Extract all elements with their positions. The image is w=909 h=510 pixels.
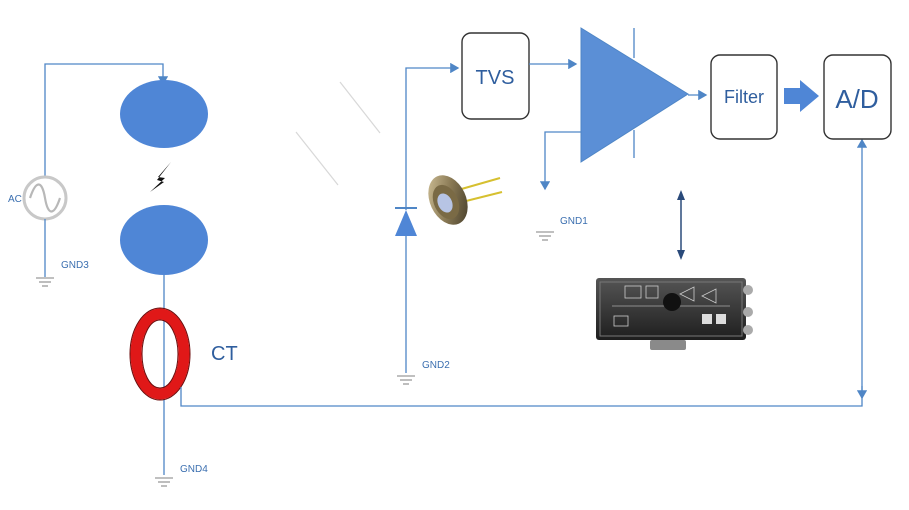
ct-signal-wire [180,138,868,407]
ground-icon [536,231,554,241]
lightning-icon [150,162,171,192]
gnd4-label: GND4 [180,464,208,475]
tvs-label: TVS [476,67,515,89]
adc-box [823,54,892,140]
ac-top-wire [44,63,169,177]
amp-ground-wire [539,131,581,191]
filter-adc-arrow [784,80,819,112]
ground-icon [397,375,415,385]
ac-label: AC [8,194,22,205]
light-ray [339,81,381,134]
ct-ring [130,308,190,400]
photodiode-icon [428,175,503,225]
diode-tvs-wire [405,62,460,210]
ct-label: CT [211,343,238,365]
light-ray [295,131,339,186]
preamp-module-icon [596,278,753,350]
gnd1-label: GND1 [560,216,588,227]
gnd3-label: GND3 [61,260,89,271]
top-electrode [120,80,208,148]
bidirectional-arrow [677,190,685,260]
ct-ring-outline [129,307,191,401]
bottom-electrode [120,205,208,275]
amplifier-icon [580,27,689,163]
ground-icon [36,277,54,287]
tvs-box [461,32,530,120]
ac-source-icon [22,175,68,221]
filter-box [710,54,778,140]
diode-icon [395,207,417,236]
ground-icon [155,477,173,487]
filter-label: Filter [724,87,764,107]
gnd2-label: GND2 [422,360,450,371]
adc-label: A/D [835,84,878,114]
